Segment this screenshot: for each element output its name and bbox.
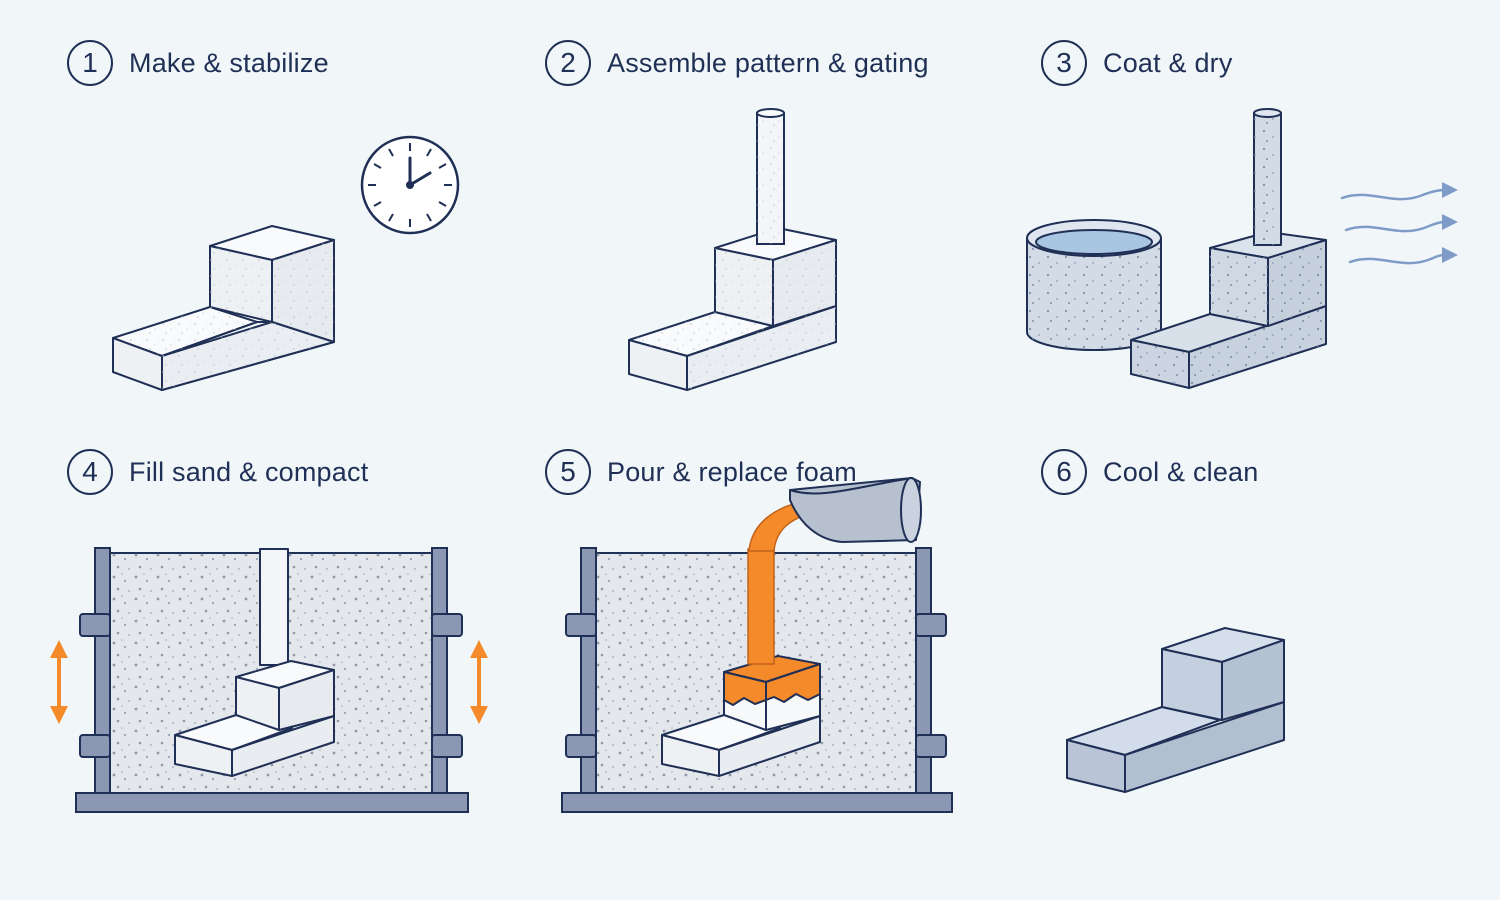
step-1-foam-pattern <box>112 225 335 391</box>
step-3-header: 3 Coat & dry <box>1041 40 1233 86</box>
step-5-header: 5 Pour & replace foam <box>545 449 857 495</box>
sprue-icon <box>756 108 785 245</box>
step-1-title: Make & stabilize <box>129 47 329 78</box>
air-flow-icon <box>1340 182 1458 265</box>
step-5-pattern-replacing <box>661 655 821 777</box>
ladle-icon <box>789 477 922 543</box>
step-2-pattern-assembly <box>628 227 837 391</box>
step-2-header: 2 Assemble pattern & gating <box>545 40 929 86</box>
step-6-title: Cool & clean <box>1103 456 1259 487</box>
step-4-number: 4 <box>67 449 113 495</box>
coating-tank-icon <box>1026 219 1162 351</box>
step-6-number: 6 <box>1041 449 1087 495</box>
step-1-number: 1 <box>67 40 113 86</box>
step-1-header: 1 Make & stabilize <box>67 40 329 86</box>
step-4-header: 4 Fill sand & compact <box>67 449 368 495</box>
step-3-title: Coat & dry <box>1103 47 1233 78</box>
metal-casting-icon <box>1066 627 1285 793</box>
step-3-coated-pattern <box>1130 108 1327 389</box>
vibration-arrows-icon <box>50 640 488 724</box>
step-5-number: 5 <box>545 449 591 495</box>
step-5-title: Pour & replace foam <box>607 456 857 487</box>
clock-icon <box>360 135 460 235</box>
step-4-buried-pattern <box>174 548 335 777</box>
step-4-title: Fill sand & compact <box>129 456 369 487</box>
step-3-number: 3 <box>1041 40 1087 86</box>
step-2-title: Assemble pattern & gating <box>607 47 929 78</box>
step-2-number: 2 <box>545 40 591 86</box>
step-6-header: 6 Cool & clean <box>1041 449 1259 495</box>
